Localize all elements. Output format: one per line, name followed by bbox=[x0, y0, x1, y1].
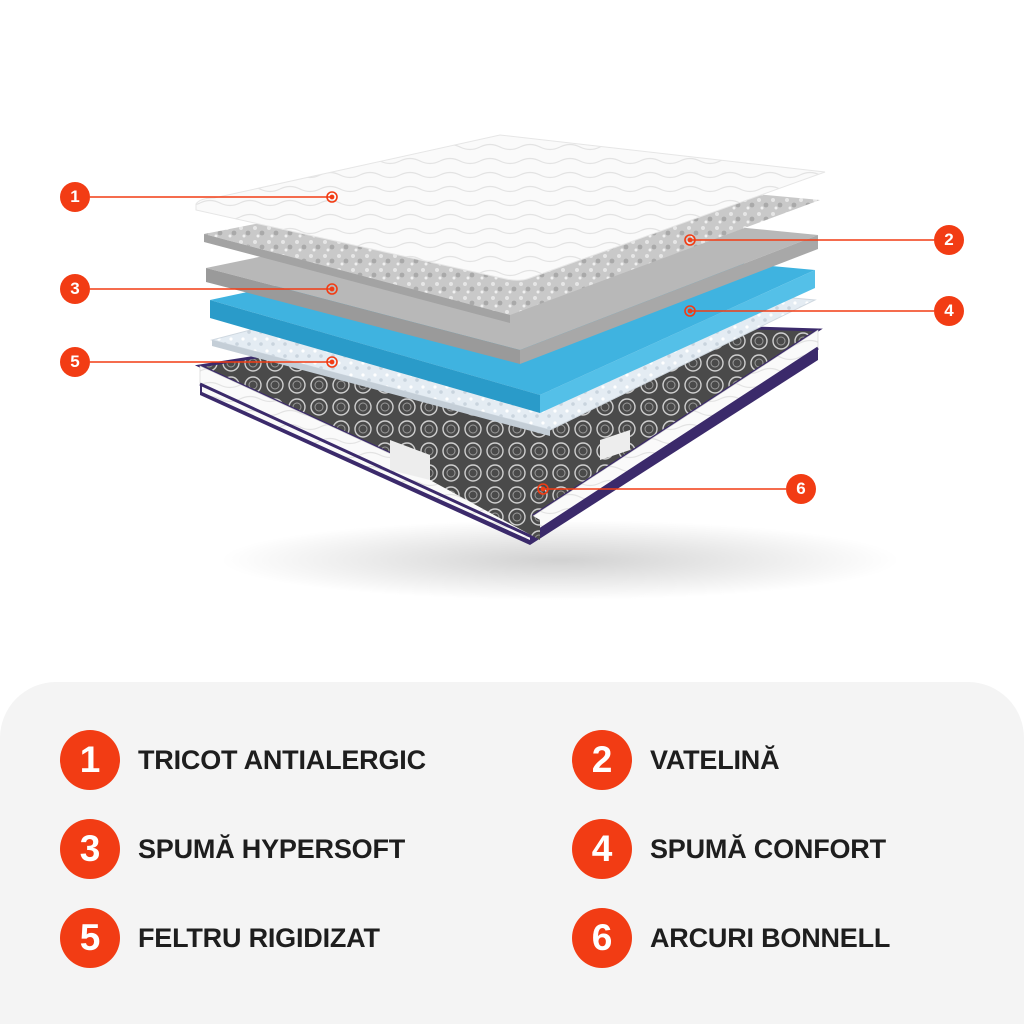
callout-6: 6 bbox=[786, 474, 816, 504]
legend-badge-5: 5 bbox=[60, 908, 120, 968]
legend-label-2: VATELINĂ bbox=[650, 744, 780, 775]
legend-item-2: 2 VATELINĂ bbox=[572, 730, 780, 790]
mattress-shadow bbox=[220, 520, 900, 600]
legend-badge-2: 2 bbox=[572, 730, 632, 790]
layer-1-knit-top bbox=[195, 134, 826, 281]
legend-badge-3: 3 bbox=[60, 819, 120, 879]
callout-3: 3 bbox=[60, 274, 90, 304]
legend-item-3: 3 SPUMĂ HYPERSOFT bbox=[60, 819, 405, 879]
legend-item-5: 5 FELTRU RIGIDIZAT bbox=[60, 908, 380, 968]
legend-label-6: ARCURI BONNELL bbox=[650, 922, 891, 953]
mattress-layers-diagram bbox=[90, 134, 934, 600]
legend-badge-4: 4 bbox=[572, 819, 632, 879]
leader-points bbox=[326, 191, 696, 495]
callout-4: 4 bbox=[934, 296, 964, 326]
callout-5: 5 bbox=[60, 347, 90, 377]
legend-badge-1: 1 bbox=[60, 730, 120, 790]
leader-lines bbox=[90, 196, 934, 490]
legend-panel: 1 TRICOT ANTIALERGIC 2 VATELINĂ 3 SPUMĂ … bbox=[0, 682, 1024, 1024]
legend-item-1: 1 TRICOT ANTIALERGIC bbox=[60, 730, 426, 790]
legend-label-4: SPUMĂ CONFORT bbox=[650, 833, 886, 864]
legend-label-1: TRICOT ANTIALERGIC bbox=[138, 744, 426, 775]
callout-2: 2 bbox=[934, 225, 964, 255]
legend-label-3: SPUMĂ HYPERSOFT bbox=[138, 833, 406, 864]
legend-badge-6: 6 bbox=[572, 908, 632, 968]
legend-item-6: 6 ARCURI BONNELL bbox=[572, 908, 890, 968]
callout-1: 1 bbox=[60, 182, 90, 212]
legend-label-5: FELTRU RIGIDIZAT bbox=[138, 922, 380, 953]
legend-item-4: 4 SPUMĂ CONFORT bbox=[572, 819, 886, 879]
